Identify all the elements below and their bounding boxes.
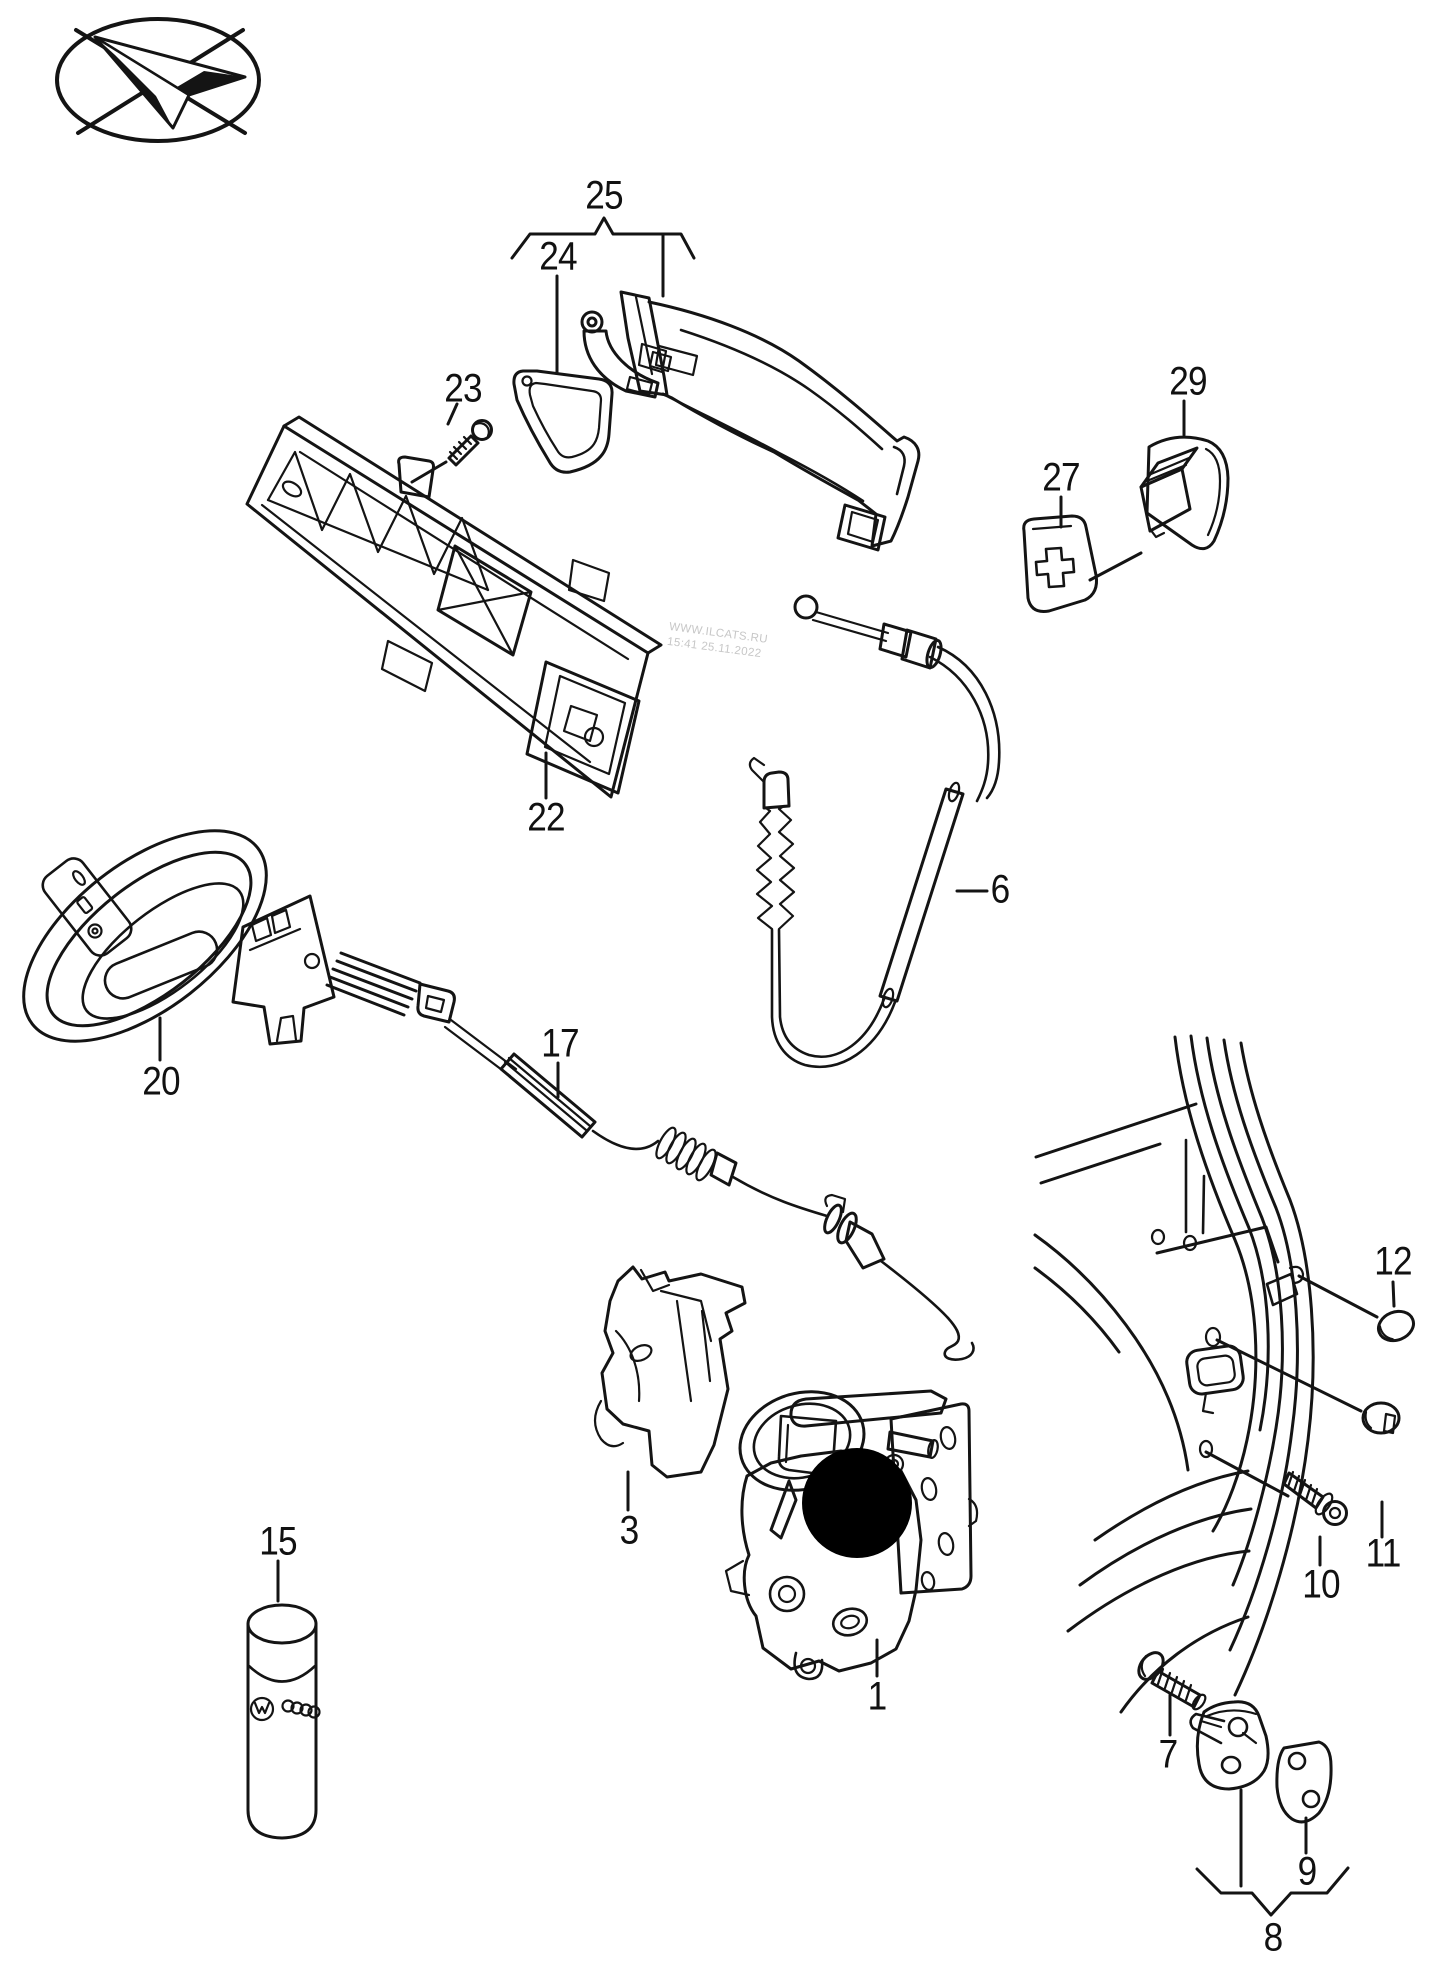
part-label-11[interactable]: 11 [1365,1531,1402,1576]
frame-screw-10-drawing [1282,1470,1348,1526]
part-label-3[interactable]: 3 [619,1508,640,1553]
lock-cylinder-cap-drawing [1022,514,1098,613]
frame-plug-11-drawing [1361,1401,1401,1435]
brand-logo-icon [55,17,261,143]
handle-carrier-drawing [245,415,663,799]
handle-gasket-drawing [512,369,614,474]
lock-bracket-drawing [593,1265,747,1479]
striker-plate-drawing [1189,1700,1270,1791]
exterior-door-handle-drawing [580,290,921,552]
striker-screw-drawing [1137,1651,1207,1711]
part-label-12[interactable]: 12 [1374,1239,1412,1284]
door-lock-drawing [724,1389,979,1681]
door-frame-drawing [1033,1034,1315,1714]
part-label-9[interactable]: 9 [1297,1849,1318,1894]
striker-shim-drawing [1275,1740,1333,1824]
interior-door-handle-drawing [22,829,336,1046]
handle-end-cap-drawing [1139,435,1230,551]
part-label-1[interactable]: 1 [867,1674,888,1719]
part-label-6[interactable]: 6 [990,867,1011,912]
leader-lines [158,216,1396,1917]
handle-screw-drawing [447,419,493,467]
part-label-27[interactable]: 27 [1042,455,1080,500]
interior-handle-cable-drawing [325,951,975,1361]
part-label-20[interactable]: 20 [142,1059,180,1104]
part-label-15[interactable]: 15 [259,1519,297,1564]
part-label-29[interactable]: 29 [1169,359,1207,404]
part-label-10[interactable]: 10 [1302,1562,1340,1607]
part-label-7[interactable]: 7 [1158,1732,1179,1777]
frame-plug-12-drawing [1377,1309,1415,1343]
part-label-22[interactable]: 22 [527,795,565,840]
part-label-17[interactable]: 17 [541,1021,579,1066]
part-label-25[interactable]: 25 [585,173,623,218]
part-label-8[interactable]: 8 [1263,1915,1284,1960]
lubricant-can-drawing [246,1603,321,1840]
redaction-circle [802,1448,912,1558]
part-label-24[interactable]: 24 [539,234,577,279]
part-label-23[interactable]: 23 [444,366,482,411]
lock-cable-drawing [748,594,1001,1069]
